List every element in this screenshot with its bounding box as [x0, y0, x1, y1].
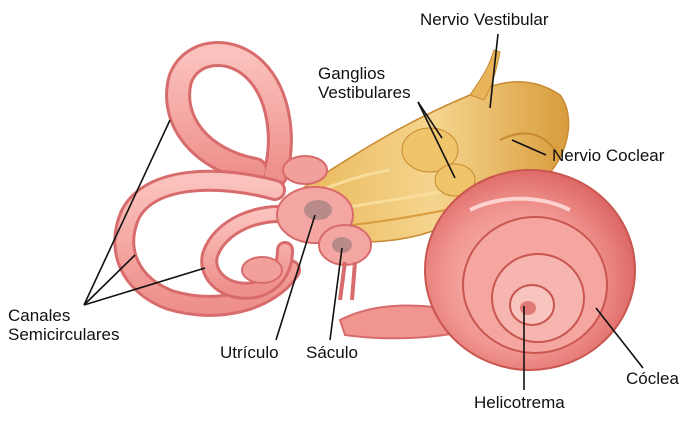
label-helicotrema: Helicotrema [474, 393, 565, 412]
label-ganglios-vestibulares: Ganglios Vestibulares [318, 64, 411, 102]
label-canales-line1: Canales [8, 306, 119, 325]
label-canales-line2: Semicirculares [8, 325, 119, 344]
semicircular-canals [124, 54, 327, 306]
label-utriculo: Utrículo [220, 343, 279, 362]
label-ganglios-line1: Ganglios [318, 64, 411, 83]
label-ganglios-line2: Vestibulares [318, 83, 411, 102]
label-canales-semicirculares: Canales Semicirculares [8, 306, 119, 344]
label-nervio-vestibular: Nervio Vestibular [420, 10, 549, 29]
label-nervio-coclear: Nervio Coclear [552, 146, 664, 165]
label-coclea: Cóclea [626, 369, 679, 388]
label-saculo: Sáculo [306, 343, 358, 362]
